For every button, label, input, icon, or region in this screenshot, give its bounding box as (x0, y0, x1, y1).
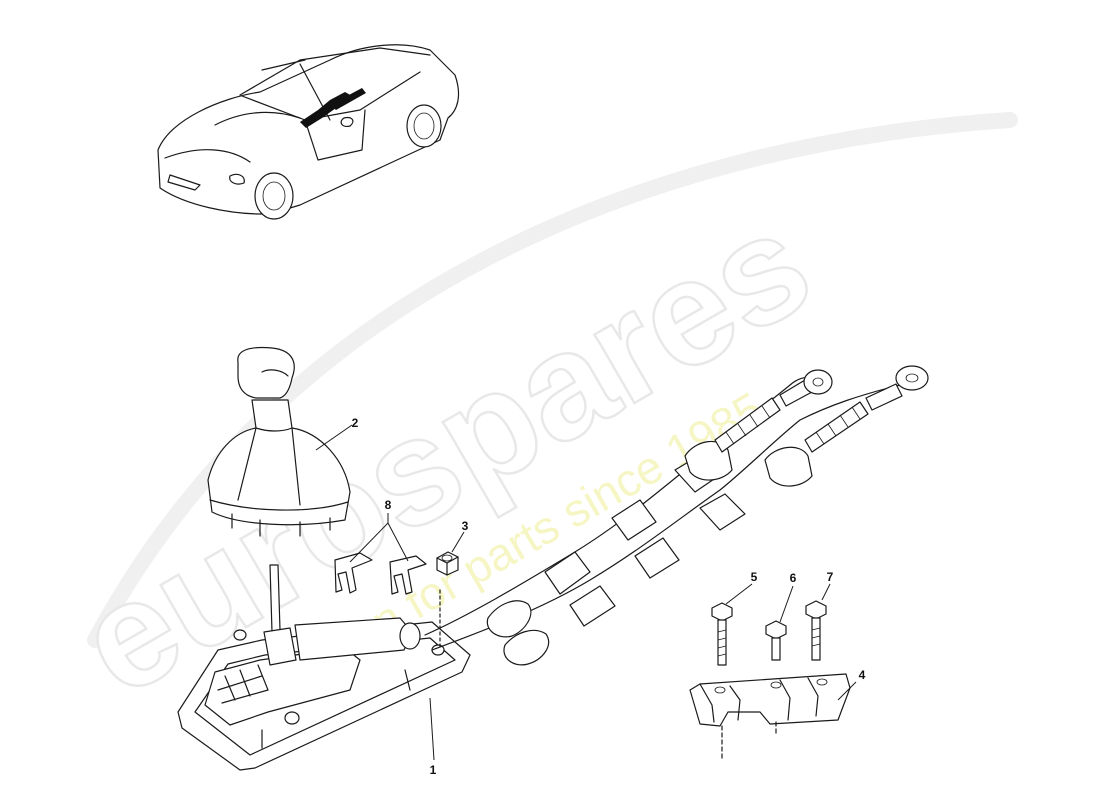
gear-knob-boot (207, 346, 351, 537)
callout-1: 1 (430, 763, 437, 777)
car-overview-illustration (157, 44, 460, 220)
bolts (711, 600, 827, 666)
callout-7: 7 (827, 570, 834, 584)
nut (436, 551, 459, 576)
callout-leaders (315, 424, 857, 761)
callout-5: 5 (751, 570, 758, 584)
callout-8: 8 (385, 498, 392, 512)
retaining-clips (334, 552, 427, 595)
callout-3: 3 (462, 519, 469, 533)
callout-6: 6 (790, 571, 797, 585)
mounting-bracket (689, 673, 851, 761)
gear-selector-assembly (177, 564, 471, 771)
gear-cables (424, 365, 929, 666)
callout-labels: 1 2 3 4 5 6 7 8 (352, 416, 866, 777)
callout-4: 4 (859, 668, 866, 682)
callout-2: 2 (352, 416, 359, 430)
